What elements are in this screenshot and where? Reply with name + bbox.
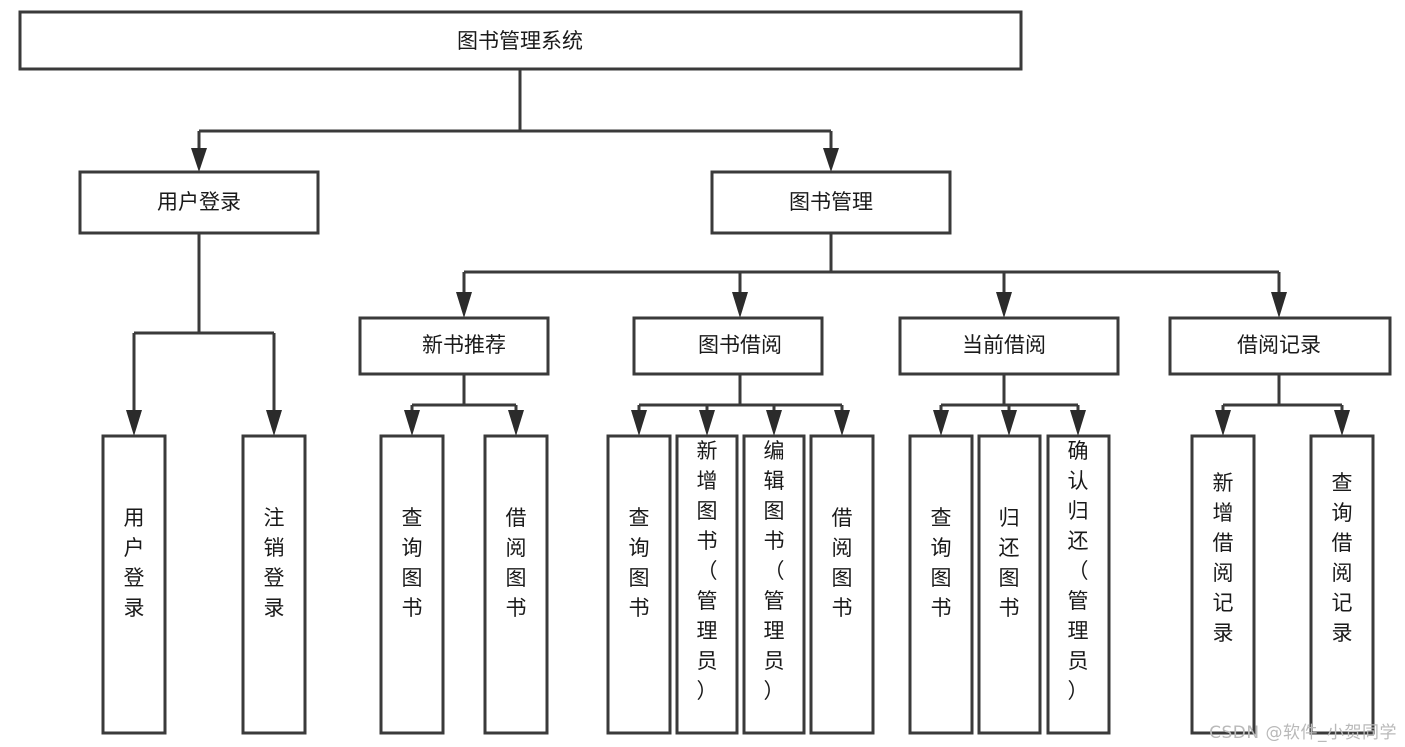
leaf-add-record[interactable]: 新增借阅记录 (1190, 434, 1256, 735)
arrow-to-book-borrow (732, 292, 748, 318)
leaf-query-book-2-label: 查询图书 (629, 506, 650, 620)
node-book-management[interactable]: 图书管理 (710, 170, 952, 235)
leaf-borrow-book-1-box[interactable] (483, 434, 549, 735)
leaf-query-record[interactable]: 查询借阅记录 (1309, 434, 1375, 735)
leaf-borrow-book-1[interactable]: 借阅图书 (483, 434, 549, 735)
arrow-to-leaf-add-record (1215, 410, 1231, 436)
arrow-to-leaf-add-book (699, 410, 715, 436)
arrow-to-new-book-recommend (456, 292, 472, 318)
leaf-query-book-3-label: 查询图书 (931, 506, 952, 620)
arrow-to-leaf-confirm-return (1070, 410, 1086, 436)
leaf-borrow-book-2-box[interactable] (809, 434, 875, 735)
arrow-to-leaf-query-book-3 (933, 410, 949, 436)
watermark: CSDN @软件_小贺同学 (1209, 723, 1397, 743)
leaf-query-book-2[interactable]: 查询图书 (606, 434, 672, 735)
leaf-edit-book[interactable]: 编辑图书（管理员） (742, 434, 806, 735)
leaf-confirm-return-label: 确认归还（管理员） (1068, 439, 1089, 703)
arrow-to-leaf-borrow-book-2 (834, 410, 850, 436)
leaf-confirm-return[interactable]: 确认归还（管理员） (1046, 434, 1111, 735)
node-book-borrow[interactable]: 图书借阅 (632, 316, 824, 376)
leaf-edit-book-box[interactable] (742, 434, 806, 735)
arrow-to-user-login (191, 148, 207, 172)
book-borrow-label: 图书借阅 (698, 333, 782, 357)
node-current-borrow[interactable]: 当前借阅 (898, 316, 1120, 376)
book-management-box[interactable] (710, 170, 952, 235)
new-book-recommend-box[interactable] (358, 316, 550, 376)
leaf-add-book-box[interactable] (675, 434, 739, 735)
leaf-confirm-return-box[interactable] (1046, 434, 1111, 735)
leaf-user-login-box[interactable] (101, 434, 167, 735)
leaf-query-book-1-box[interactable] (379, 434, 445, 735)
leaf-return-book[interactable]: 归还图书 (977, 434, 1042, 735)
root-label: 图书管理系统 (457, 29, 583, 53)
arrow-to-leaf-return-book (1001, 410, 1017, 436)
arrow-to-leaf-query-book-1 (404, 410, 420, 436)
borrow-record-label: 借阅记录 (1237, 333, 1321, 357)
leaf-borrow-book-2[interactable]: 借阅图书 (809, 434, 875, 735)
leaf-user-logout[interactable]: 注销登录 (241, 434, 307, 735)
arrow-to-leaf-borrow-book-1 (508, 410, 524, 436)
leaf-query-record-label: 查询借阅记录 (1332, 471, 1353, 645)
arrow-to-leaf-user-login (126, 410, 142, 436)
book-management-label: 图书管理 (789, 190, 873, 214)
connector-layer (126, 69, 1350, 436)
node-user-login[interactable]: 用户登录 (78, 170, 320, 235)
node-borrow-record[interactable]: 借阅记录 (1168, 316, 1392, 376)
root-box[interactable] (18, 10, 1023, 71)
leaf-edit-book-label: 编辑图书（管理员） (764, 439, 785, 703)
user-login-box[interactable] (78, 170, 320, 235)
arrow-to-leaf-edit-book (766, 410, 782, 436)
arrow-to-leaf-user-logout (266, 410, 282, 436)
leaf-query-record-box[interactable] (1309, 434, 1375, 735)
leaf-borrow-book-1-label: 借阅图书 (506, 506, 527, 620)
leaf-user-logout-label: 注销登录 (264, 506, 285, 620)
leaf-return-book-box[interactable] (977, 434, 1042, 735)
new-book-recommend-label: 新书推荐 (422, 333, 506, 357)
arrow-to-leaf-query-book-2 (631, 410, 647, 436)
leaf-query-book-2-box[interactable] (606, 434, 672, 735)
leaf-query-book-3-box[interactable] (908, 434, 974, 735)
arrow-to-borrow-record (1271, 292, 1287, 318)
arrow-to-current-borrow (996, 292, 1012, 318)
leaf-add-book[interactable]: 新增图书（管理员） (675, 434, 739, 735)
leaf-query-book-1-label: 查询图书 (402, 506, 423, 620)
arrow-to-book-management (823, 148, 839, 172)
user-login-label: 用户登录 (157, 190, 241, 214)
current-borrow-label: 当前借阅 (962, 333, 1046, 357)
borrow-record-box[interactable] (1168, 316, 1392, 376)
leaf-query-book-1[interactable]: 查询图书 (379, 434, 445, 735)
node-root[interactable]: 图书管理系统 (18, 10, 1023, 71)
leaf-user-login-label: 用户登录 (124, 506, 145, 620)
leaf-add-book-label: 新增图书（管理员） (697, 439, 718, 703)
leaf-add-record-label: 新增借阅记录 (1213, 471, 1234, 645)
book-borrow-box[interactable] (632, 316, 824, 376)
leaf-user-login[interactable]: 用户登录 (101, 434, 167, 735)
leaf-user-logout-box[interactable] (241, 434, 307, 735)
current-borrow-box[interactable] (898, 316, 1120, 376)
node-new-book-recommend[interactable]: 新书推荐 (358, 316, 550, 376)
leaf-return-book-label: 归还图书 (999, 506, 1020, 620)
leaf-borrow-book-2-label: 借阅图书 (832, 506, 853, 620)
leaf-query-book-3[interactable]: 查询图书 (908, 434, 974, 735)
arrow-to-leaf-query-record (1334, 410, 1350, 436)
leaf-add-record-box[interactable] (1190, 434, 1256, 735)
